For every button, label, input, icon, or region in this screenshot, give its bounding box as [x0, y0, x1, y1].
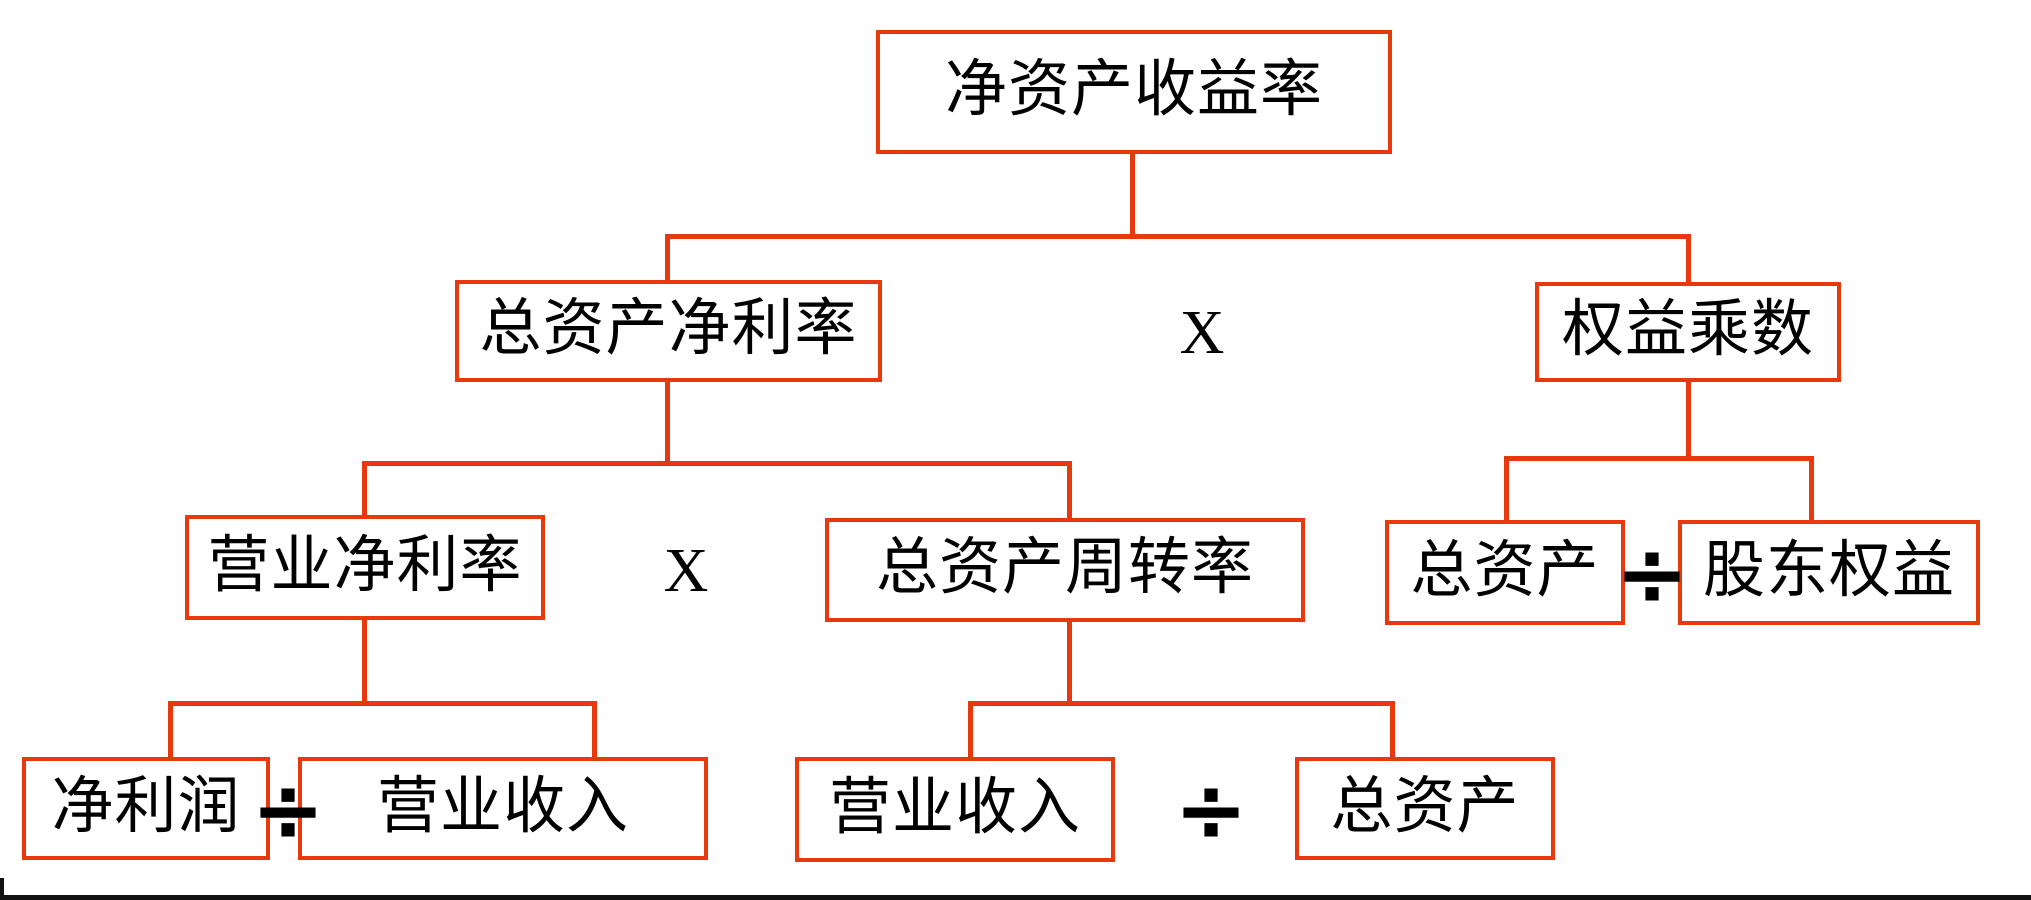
- connector-level1-bus: [665, 234, 1691, 239]
- multiply-icon-level3: X: [655, 538, 717, 604]
- connector-margin-bus: [168, 701, 597, 706]
- node-revenue-mid[interactable]: 营业收入: [795, 757, 1115, 862]
- connector-bus-to-equity-multiplier: [1686, 234, 1691, 284]
- connector-roa-bus-to-turnover: [1067, 461, 1072, 519]
- connector-roa-stem: [665, 380, 670, 464]
- node-asset-turnover[interactable]: 总资产周转率: [825, 518, 1305, 622]
- connector-bus-to-net-profit: [168, 701, 173, 757]
- node-shareholders-equity-label: 股东权益: [1702, 536, 1955, 605]
- node-total-assets-bottom[interactable]: 总资产: [1295, 757, 1555, 860]
- multiply-icon-level2: X: [1170, 300, 1234, 366]
- node-roe-label: 净资产收益率: [944, 56, 1323, 124]
- node-net-profit-margin-label: 营业净利率: [207, 531, 523, 600]
- connector-margin-stem: [362, 618, 367, 704]
- divide-icon-asset-turnover: ÷: [1155, 764, 1267, 856]
- node-equity-multiplier[interactable]: 权益乘数: [1535, 282, 1841, 382]
- connector-bus-to-roa: [665, 234, 670, 282]
- connector-bus-to-shareholders-equity: [1809, 456, 1814, 520]
- node-total-assets-right[interactable]: 总资产: [1385, 520, 1625, 625]
- divide-symbol-net-profit-margin: ÷: [251, 758, 325, 861]
- node-net-profit[interactable]: 净利润: [22, 757, 270, 860]
- node-revenue-mid-label: 营业收入: [828, 773, 1081, 842]
- connector-roe-stem: [1130, 150, 1135, 238]
- node-net-profit-margin[interactable]: 营业净利率: [185, 515, 545, 620]
- node-shareholders-equity[interactable]: 股东权益: [1678, 520, 1980, 625]
- node-equity-multiplier-label: 权益乘数: [1561, 296, 1814, 364]
- node-revenue-left[interactable]: 营业收入: [298, 757, 708, 860]
- divide-icon-equity-multiplier: ÷: [1615, 522, 1689, 625]
- node-total-assets-bottom-label: 总资产: [1330, 772, 1520, 841]
- connector-roa-bus: [362, 461, 1072, 466]
- connector-equity-multiplier-stem: [1686, 380, 1691, 460]
- multiply-symbol-level3: X: [663, 537, 709, 605]
- node-net-profit-label: 净利润: [51, 772, 241, 841]
- connector-roa-bus-to-margin: [362, 461, 367, 517]
- connector-turnover-bus: [968, 701, 1395, 706]
- divide-symbol-asset-turnover: ÷: [1174, 758, 1248, 861]
- page-frame-left-border: [0, 878, 4, 900]
- divide-icon-net-profit-margin: ÷: [232, 764, 344, 856]
- multiply-symbol-level2: X: [1179, 299, 1225, 367]
- node-asset-turnover-label: 总资产周转率: [875, 534, 1254, 602]
- divide-symbol-equity-multiplier: ÷: [1615, 522, 1689, 625]
- node-revenue-left-label: 营业收入: [376, 772, 629, 841]
- connector-equity-multiplier-bus: [1504, 456, 1814, 461]
- connector-turnover-stem: [1067, 620, 1072, 704]
- page-frame-bottom-border: [0, 895, 2031, 900]
- node-roe[interactable]: 净资产收益率: [876, 30, 1392, 154]
- connector-bus-to-total-assets-bottom: [1390, 701, 1395, 757]
- connector-bus-to-revenue-left: [592, 701, 597, 757]
- connector-bus-to-total-assets-right: [1504, 456, 1509, 520]
- connector-bus-to-revenue-mid: [968, 701, 973, 757]
- node-return-on-assets[interactable]: 总资产净利率: [455, 280, 882, 382]
- node-total-assets-right-label: 总资产: [1410, 536, 1600, 605]
- node-return-on-assets-label: 总资产净利率: [479, 295, 858, 363]
